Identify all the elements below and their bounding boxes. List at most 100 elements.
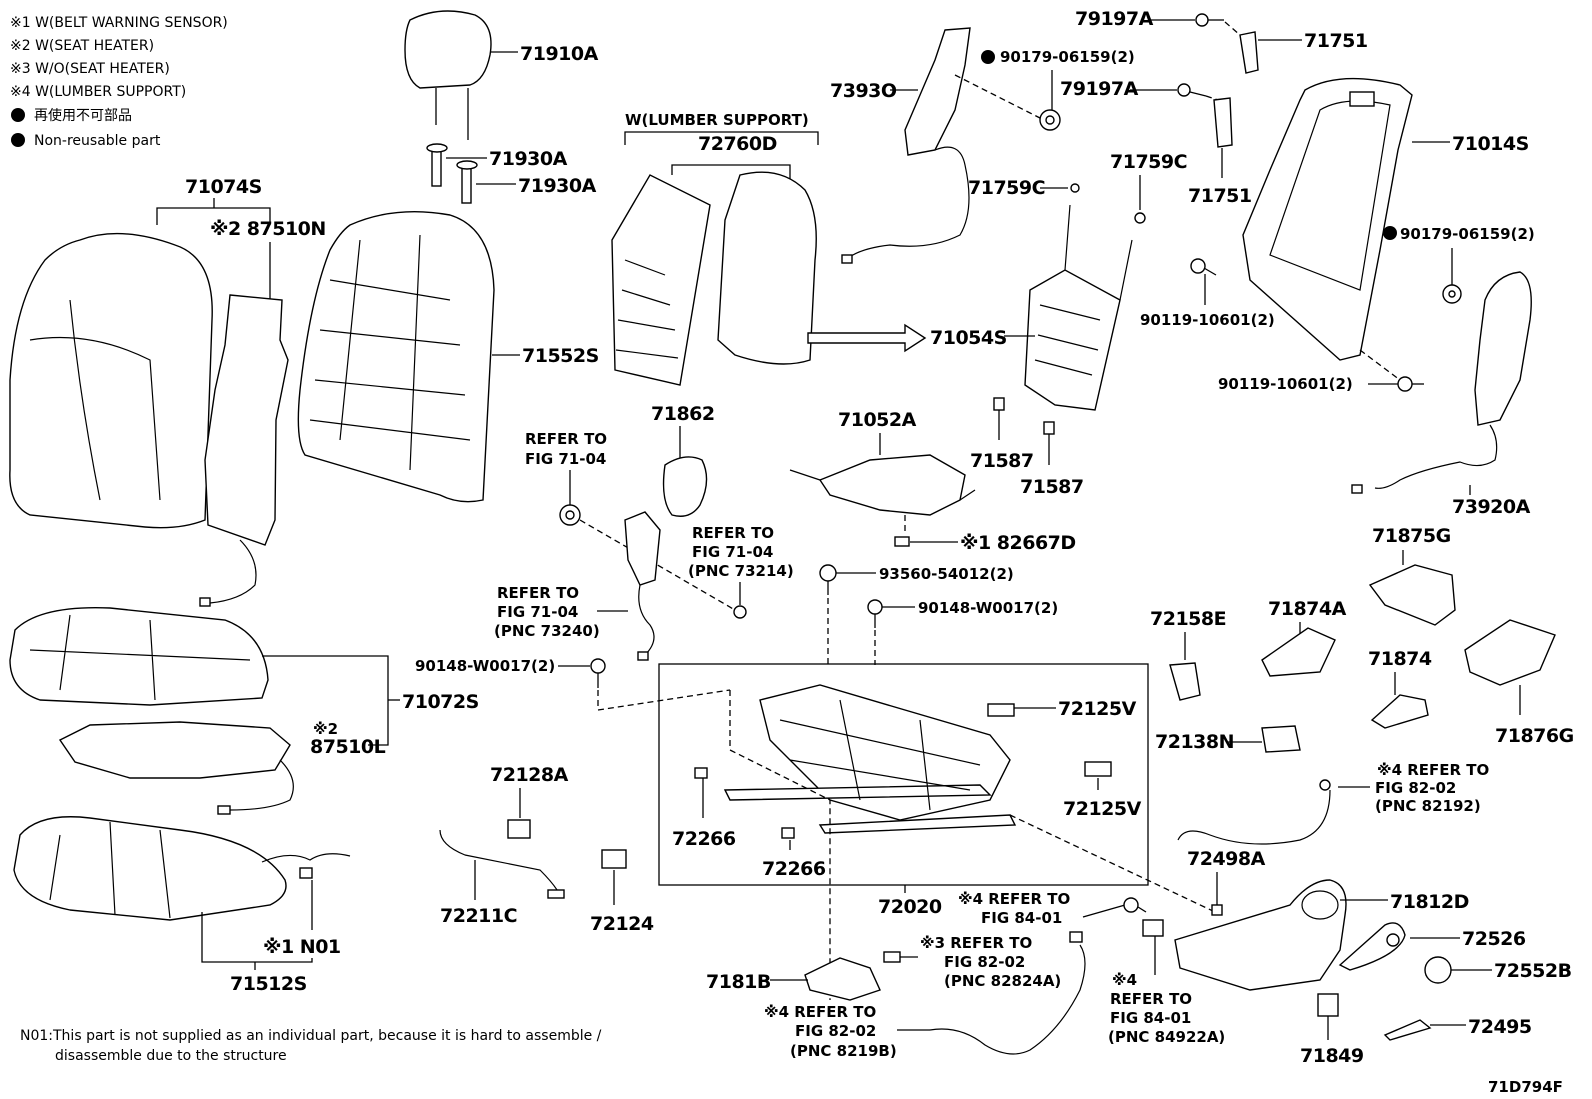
cover-part — [1464, 619, 1556, 686]
clip-part — [694, 767, 708, 779]
refer-label: REFER TO — [525, 430, 607, 448]
part-label-mark-87510L: ※2 — [313, 720, 338, 738]
seatback-heater-part — [199, 294, 289, 607]
part-label-87510L: 87510L — [310, 736, 386, 758]
part-label-71751: 71751 — [1188, 185, 1252, 207]
clip-part — [1084, 761, 1112, 777]
part-label-71862: 71862 — [651, 403, 715, 425]
part-label-71587: 71587 — [970, 450, 1034, 472]
bolt-part — [1190, 258, 1217, 276]
part-label-71552S: 71552S — [522, 345, 599, 367]
switch-bracket-part — [804, 957, 881, 1001]
refer-label: FIG 82-02 — [1375, 779, 1456, 797]
part-label-N01: ※1 N01 — [263, 936, 341, 958]
harness-part — [1177, 779, 1331, 845]
refer-label: REFER TO — [1110, 990, 1192, 1008]
refer-label: (PNC 73240) — [494, 622, 600, 640]
refer-label: ※4 — [1112, 971, 1137, 989]
grommet-part — [559, 504, 581, 526]
part-label-71875G: 71875G — [1372, 525, 1451, 547]
refer-label: ※4 REFER TO — [1377, 761, 1489, 779]
refer-label: FIG 71-04 — [692, 543, 773, 561]
bracket-part — [1261, 627, 1336, 677]
seat-heater-part — [58, 721, 294, 815]
part-label-71876G: 71876G — [1495, 725, 1574, 747]
nut-part — [1039, 109, 1061, 131]
part-label-90179-06159: 90179-06159(2) — [1400, 225, 1535, 243]
bolt-part — [819, 564, 837, 595]
footnote-line-1: N01:This part is not supplied as an indi… — [20, 1028, 602, 1044]
part-label-90119-10601: 90119-10601(2) — [1140, 311, 1275, 329]
footnote-line-2: disassemble due to the structure — [55, 1048, 287, 1064]
refer-label: (PNC 73214) — [688, 562, 794, 580]
lumbar-support-heading: W(LUMBER SUPPORT) — [625, 111, 809, 129]
part-label-71812D: 71812D — [1390, 891, 1469, 913]
part-label-71849: 71849 — [1300, 1045, 1364, 1067]
part-label-7393O: 7393O — [830, 80, 897, 102]
part-label-72760D: 72760D — [698, 133, 777, 155]
part-label-87510N: ※2 87510N — [210, 218, 326, 240]
clip-part — [993, 397, 1005, 411]
figure-id: 71D794F — [1488, 1078, 1563, 1096]
part-label-71587: 71587 — [1020, 476, 1084, 498]
part-label-90119-10601: 90119-10601(2) — [1218, 375, 1353, 393]
nonreusable-bullet-icon — [1383, 226, 1397, 240]
part-label-72211C: 72211C — [440, 905, 517, 927]
refer-label: (PNC 82824A) — [944, 972, 1061, 990]
harness-bracket-part — [789, 454, 976, 516]
refer-label: REFER TO — [692, 524, 774, 542]
part-label-93560-54012: 93560-54012(2) — [879, 565, 1014, 583]
part-label-71930A: 71930A — [489, 148, 568, 170]
seat-track-part — [723, 684, 1017, 834]
seat-cushion-cover-part — [9, 606, 269, 706]
part-label-72125V: 72125V — [1063, 798, 1142, 820]
part-label-72266: 72266 — [672, 828, 736, 850]
headrest-guide-part — [426, 143, 516, 204]
part-label-82667D: ※1 82667D — [960, 532, 1076, 554]
nonreusable-bullet-icon — [981, 50, 995, 64]
part-label-72020: 72020 — [878, 896, 942, 918]
seatback-frame-part — [1242, 77, 1413, 361]
part-label-72138N: 72138N — [1155, 731, 1234, 753]
clip-part — [781, 827, 795, 839]
lumbar-support-part — [611, 171, 817, 386]
cover-part — [662, 456, 708, 517]
nut-part — [1442, 284, 1462, 304]
part-label-90148-W0017: 90148-W0017(2) — [918, 599, 1058, 617]
refer-label: FIG 84-01 — [981, 909, 1062, 927]
legend-item-1: ※1 W(BELT WARNING SENSOR) — [10, 15, 228, 31]
legend-nonreusable-jp: 再使用不可部品 — [34, 107, 132, 124]
part-label-72495: 72495 — [1468, 1016, 1532, 1038]
bolt-part — [1397, 376, 1424, 392]
part-label-72552B: 72552B — [1494, 960, 1572, 982]
seat-cushion-pad-part — [13, 816, 287, 921]
legend-nonreusable-en: Non-reusable part — [34, 133, 161, 149]
nonreusable-bullet-icon — [11, 108, 25, 122]
refer-label: FIG 71-04 — [525, 450, 606, 468]
part-label-71759C: 71759C — [968, 177, 1045, 199]
harness-part — [929, 931, 1086, 1055]
sensor-part — [894, 536, 910, 547]
trim-clip-part — [1239, 31, 1259, 74]
refer-label: (PNC 8219B) — [790, 1042, 897, 1060]
part-label-71910A: 71910A — [520, 43, 599, 65]
bolt-part — [590, 658, 606, 688]
side-airbag-part — [841, 27, 971, 264]
headrest-part — [404, 10, 518, 140]
part-label-71874: 71874 — [1368, 648, 1432, 670]
part-label-71930A: 71930A — [518, 175, 597, 197]
part-label-71014S: 71014S — [1452, 133, 1529, 155]
part-label-72266: 72266 — [762, 858, 826, 880]
part-label-71759C: 71759C — [1110, 151, 1187, 173]
refer-label: (PNC 84922A) — [1108, 1028, 1225, 1046]
part-label-72125V: 72125V — [1058, 698, 1137, 720]
part-label-71074S: 71074S — [185, 176, 262, 198]
direction-arrow-icon — [807, 323, 927, 353]
bracket-part — [1370, 694, 1429, 729]
refer-label: ※4 REFER TO — [764, 1003, 876, 1021]
part-label-72158E: 72158E — [1150, 608, 1226, 630]
screw-part — [1177, 83, 1207, 97]
part-label-72526: 72526 — [1462, 928, 1526, 950]
nonreusable-bullet-icon — [11, 133, 25, 147]
